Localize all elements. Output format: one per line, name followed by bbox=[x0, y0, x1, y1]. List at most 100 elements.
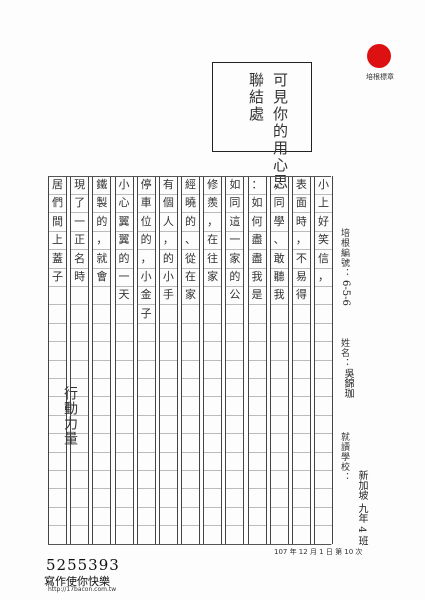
grid-cell bbox=[71, 470, 89, 490]
grid-cell bbox=[292, 305, 310, 324]
grid-cell bbox=[226, 305, 244, 324]
footer-number: 5255393 bbox=[46, 556, 120, 574]
grid-cell bbox=[115, 526, 133, 545]
grid-column: 小心翼翼的一天 bbox=[114, 176, 134, 545]
grid-cell: ， bbox=[270, 176, 288, 195]
grid-cell bbox=[93, 489, 111, 508]
grid-cell: 易 bbox=[292, 268, 310, 287]
grid-cell: 羨 bbox=[204, 194, 222, 214]
grid-cell bbox=[315, 470, 332, 490]
grid-column: ：如何盡盡我是 bbox=[247, 176, 267, 545]
grid-cell bbox=[315, 286, 332, 306]
grid-cell bbox=[115, 305, 133, 324]
grid-cell bbox=[49, 360, 66, 379]
grid-cell: 信 bbox=[315, 250, 332, 269]
footer-slogan: 寫作使你快樂 bbox=[44, 575, 110, 588]
grid-cell bbox=[137, 452, 155, 471]
grid-cell: 們 bbox=[49, 194, 66, 214]
grid-cell bbox=[248, 378, 266, 398]
grid-cell bbox=[182, 452, 199, 471]
grid-cell bbox=[315, 452, 332, 471]
grid-cell bbox=[182, 526, 199, 545]
grid-cell bbox=[248, 323, 266, 343]
grid-cell: 有 bbox=[159, 176, 177, 195]
grid-cell bbox=[71, 323, 89, 343]
grid-cell: 敢 bbox=[270, 250, 288, 269]
grid-cell: 經 bbox=[182, 176, 199, 195]
grid-cell bbox=[270, 526, 288, 545]
grid-cell bbox=[204, 489, 222, 508]
grid-cell bbox=[71, 507, 89, 527]
grid-cell bbox=[93, 452, 111, 471]
grid-cell bbox=[204, 305, 222, 324]
bacon-logo-icon bbox=[367, 44, 391, 68]
grid-cell: 的 bbox=[226, 268, 244, 287]
grid-cell bbox=[137, 360, 155, 379]
grid-cell bbox=[204, 526, 222, 545]
grid-cell bbox=[182, 507, 199, 527]
grid-cell bbox=[248, 452, 266, 471]
grid-cell bbox=[226, 452, 244, 471]
grid-cell bbox=[115, 323, 133, 343]
grid-cell bbox=[182, 323, 199, 343]
grid-cell bbox=[137, 526, 155, 545]
grid-cell bbox=[270, 434, 288, 453]
grid-cell bbox=[270, 378, 288, 398]
grid-cell bbox=[292, 507, 310, 527]
logo-caption: 培根標章 bbox=[366, 73, 394, 81]
grid-cell bbox=[159, 470, 177, 490]
grid-cell: 名 bbox=[71, 250, 89, 269]
name-value: 吳錦珈 bbox=[342, 368, 353, 398]
grid-cell bbox=[71, 286, 89, 306]
grid-cell bbox=[93, 507, 111, 527]
grid-cell bbox=[248, 342, 266, 361]
grid-cell: 如 bbox=[248, 194, 266, 214]
grid-cell bbox=[204, 378, 222, 398]
grid-cell: 家 bbox=[204, 268, 222, 287]
grid-cell bbox=[226, 415, 244, 435]
grid-cell bbox=[248, 489, 266, 508]
grid-cell: 車 bbox=[137, 194, 155, 214]
grid-cell bbox=[270, 397, 288, 416]
grid-cell: 曉 bbox=[182, 194, 199, 214]
grid-cell: 表 bbox=[292, 176, 310, 195]
grid-cell bbox=[292, 489, 310, 508]
grid-cell: 間 bbox=[49, 213, 66, 232]
grid-cell bbox=[159, 526, 177, 545]
grid-cell: 的 bbox=[115, 250, 133, 269]
grid-cell bbox=[270, 489, 288, 508]
grid-cell bbox=[315, 305, 332, 324]
grid-cell bbox=[93, 470, 111, 490]
grid-cell: 人 bbox=[159, 213, 177, 232]
grid-cell bbox=[292, 397, 310, 416]
grid-cell: 一 bbox=[115, 268, 133, 287]
grid-cell bbox=[226, 378, 244, 398]
grid-cell bbox=[115, 415, 133, 435]
grid-cell bbox=[292, 415, 310, 435]
grid-cell bbox=[226, 360, 244, 379]
grid-cell: ， bbox=[204, 213, 222, 232]
title-box bbox=[212, 62, 312, 152]
grid-cell bbox=[292, 452, 310, 471]
writing-grid: 小上好笑信，表面時，不易得，同學、敢聽我：如何盡盡我是如同這一家的公修羨，在往家… bbox=[48, 176, 333, 545]
grid-cell: 居 bbox=[49, 176, 66, 195]
teacher-comment-1: 可見你的用心思 bbox=[271, 72, 289, 191]
margin-note: 行動力量 bbox=[62, 386, 78, 446]
grid-cell bbox=[182, 342, 199, 361]
grid-cell bbox=[315, 415, 332, 435]
grid-cell bbox=[226, 323, 244, 343]
grid-cell bbox=[182, 489, 199, 508]
grid-cell: 時 bbox=[71, 268, 89, 287]
teacher-comment-2: 聯結處 bbox=[247, 72, 265, 123]
grid-cell: 子 bbox=[137, 305, 155, 324]
grid-cell bbox=[226, 526, 244, 545]
grid-cell bbox=[137, 470, 155, 490]
grid-cell bbox=[292, 342, 310, 361]
grid-cell bbox=[248, 470, 266, 490]
grid-cell bbox=[49, 305, 66, 324]
grid-column: 修羨，在往家 bbox=[203, 176, 223, 545]
grid-cell bbox=[71, 489, 89, 508]
grid-cell: 鐵 bbox=[93, 176, 111, 195]
grid-cell bbox=[226, 470, 244, 490]
grid-cell: 何 bbox=[248, 213, 266, 232]
